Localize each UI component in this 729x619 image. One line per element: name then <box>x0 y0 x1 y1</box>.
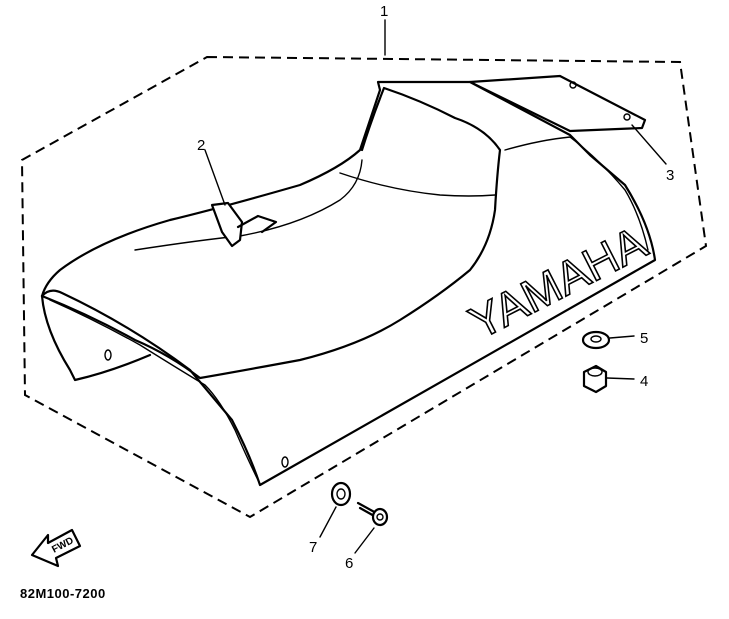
rear-top-line <box>504 136 649 251</box>
diagram-part-code: 82M100-7200 <box>20 586 106 601</box>
callout-1: 1 <box>380 3 388 20</box>
leader-line-6 <box>354 527 375 554</box>
seat-side-panel <box>40 294 152 382</box>
mount-hole-left <box>104 349 112 361</box>
leader-line-7 <box>319 506 337 538</box>
grommet-part-7 <box>330 481 352 507</box>
strap-slot <box>236 214 278 234</box>
seat-cushion <box>40 86 502 380</box>
seat-well-line <box>134 159 363 251</box>
callout-4: 4 <box>640 373 648 390</box>
callout-7: 7 <box>309 539 317 556</box>
nut-part-4 <box>582 364 608 394</box>
bolt-part-6 <box>356 501 389 527</box>
washer-part-5 <box>581 330 611 350</box>
forward-arrow-icon: FWD <box>30 528 82 568</box>
seat-body <box>40 80 657 487</box>
leader-line-3 <box>631 124 667 165</box>
leader-line-4 <box>606 377 635 380</box>
front-lip-edge <box>49 299 259 481</box>
rear-bracket <box>468 74 647 133</box>
callout-2: 2 <box>197 137 205 154</box>
bracket-hole-front <box>569 81 577 89</box>
bracket-hole-rear <box>623 113 631 121</box>
callout-6: 6 <box>345 555 353 572</box>
leader-line-2 <box>204 149 226 206</box>
seat-crease-line <box>339 172 496 197</box>
callout-3: 3 <box>666 167 674 184</box>
mount-hole-front <box>281 456 289 468</box>
leader-line-5 <box>609 335 635 339</box>
assembly-boundary <box>20 55 708 519</box>
callout-5: 5 <box>640 330 648 347</box>
strap-clip <box>210 201 244 248</box>
